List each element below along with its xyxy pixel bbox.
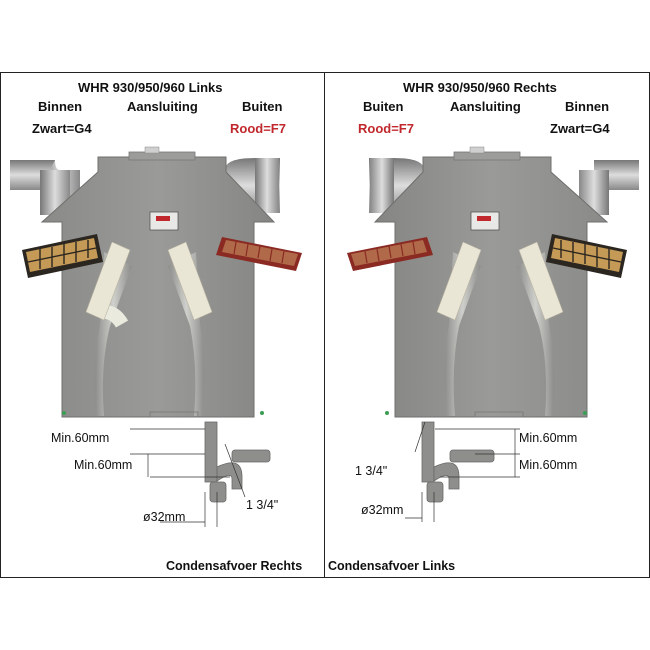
dim-min60-mid: Min.60mm bbox=[519, 458, 578, 472]
dimension-lines bbox=[130, 428, 246, 527]
dim-diameter: ø32mm bbox=[361, 503, 404, 517]
dim-pipe-size: 1 3/4" bbox=[246, 498, 279, 512]
label-filter-g4: Zwart=G4 bbox=[32, 121, 92, 136]
duct-left-elbow bbox=[10, 160, 80, 215]
filter-f7-red bbox=[347, 237, 433, 271]
label-binnen: Binnen bbox=[565, 99, 610, 114]
condensate-siphon bbox=[421, 421, 495, 503]
unit-body bbox=[40, 146, 276, 418]
condensate-siphon bbox=[204, 421, 271, 503]
panel-links: WHR 930/950/960 Links Binnen Aansluiting… bbox=[0, 72, 324, 578]
title-links: WHR 930/950/960 Links bbox=[78, 80, 223, 95]
dimension-lines bbox=[405, 421, 520, 522]
unit-illustration-links bbox=[10, 146, 302, 527]
label-buiten: Buiten bbox=[242, 99, 283, 114]
title-rechts: WHR 930/950/960 Rechts bbox=[403, 80, 557, 95]
panel-divider bbox=[324, 72, 325, 578]
duct-left-elbow bbox=[579, 160, 639, 215]
label-filter-f7: Rood=F7 bbox=[230, 121, 286, 136]
filter-g4-black bbox=[546, 234, 627, 278]
dim-min60-top: Min.60mm bbox=[519, 431, 578, 445]
dim-min60-mid: Min.60mm bbox=[74, 458, 133, 472]
label-aansluiting: Aansluiting bbox=[450, 99, 521, 114]
label-filter-g4: Zwart=G4 bbox=[550, 121, 610, 136]
label-binnen: Binnen bbox=[38, 99, 83, 114]
dim-diameter: ø32mm bbox=[143, 510, 186, 524]
filter-g4-black bbox=[22, 234, 103, 278]
unit-body bbox=[373, 146, 609, 418]
label-aansluiting: Aansluiting bbox=[127, 99, 198, 114]
footer-condensafvoer-rechts: Condensafvoer Rechts bbox=[166, 559, 303, 573]
dim-min60-top: Min.60mm bbox=[51, 431, 110, 445]
label-buiten: Buiten bbox=[363, 99, 404, 114]
dim-pipe-size: 1 3/4" bbox=[355, 464, 388, 478]
footer-condensafvoer-links: Condensafvoer Links bbox=[328, 559, 456, 573]
unit-illustration-rechts bbox=[347, 146, 639, 522]
panel-rechts: WHR 930/950/960 Rechts Buiten Aansluitin… bbox=[325, 72, 649, 578]
label-filter-f7: Rood=F7 bbox=[358, 121, 414, 136]
filter-f7-red bbox=[216, 237, 302, 271]
